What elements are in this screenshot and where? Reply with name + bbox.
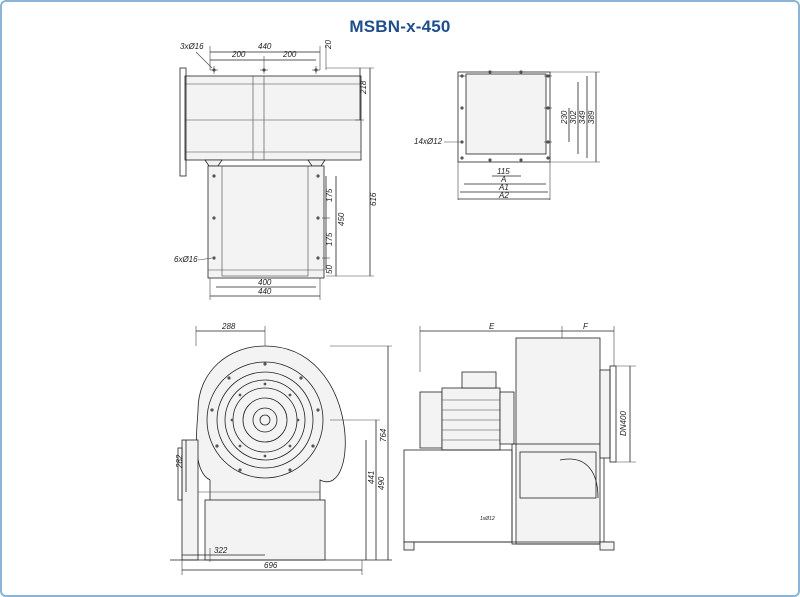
flange-outer	[457, 71, 551, 163]
dim-288: 288	[221, 322, 236, 331]
top-view: 440 200 200 20 3xØ16 218 616 175 175 450…	[174, 40, 378, 300]
dim-115: 115	[497, 167, 510, 176]
dim-349: 349	[578, 110, 587, 124]
flange-opening	[465, 73, 547, 155]
dim-490: 490	[377, 476, 386, 490]
dim-282: 282	[175, 454, 184, 469]
dim-200-left: 200	[231, 50, 246, 59]
dim-F: F	[583, 322, 589, 331]
dim-218: 218	[359, 80, 368, 95]
side-bolt-holes	[212, 174, 320, 260]
dim-616: 616	[369, 192, 378, 206]
label-6x16: 6xØ16	[174, 255, 198, 264]
dim-200-right: 200	[282, 50, 297, 59]
front-outlet-flange	[181, 439, 199, 561]
dim-400: 400	[258, 278, 272, 287]
dim-440-bottom: 440	[258, 287, 272, 296]
front-bolt-circle	[210, 362, 320, 472]
dim-175-upper: 175	[325, 188, 334, 202]
dim-230: 230	[560, 110, 569, 125]
top-bolt-holes	[210, 66, 320, 74]
flange-view: 230 302 349 389 14xØ12 115 A A1 A2	[414, 70, 600, 200]
dim-302: 302	[569, 110, 578, 124]
hub	[252, 407, 278, 433]
dim-E: E	[489, 322, 495, 331]
label-14x12: 14xØ12	[414, 137, 443, 146]
side-view: DN400 1xØ12 E F	[403, 322, 636, 551]
dim-A2: A2	[498, 191, 509, 200]
dim-20: 20	[324, 40, 333, 50]
dim-440-top: 440	[258, 42, 272, 51]
plate-label: 1xØ12	[480, 516, 495, 522]
terminal-box	[461, 371, 497, 389]
top-base	[207, 165, 325, 279]
dim-450: 450	[337, 212, 346, 226]
side-housing	[515, 337, 601, 545]
dim-764: 764	[379, 428, 388, 442]
dim-DN400: DN400	[619, 411, 628, 436]
drawing-title: MSBN-x-450	[349, 17, 451, 36]
dim-A1: A1	[498, 183, 509, 192]
dim-441: 441	[367, 471, 376, 484]
top-outlet-flange	[184, 75, 362, 161]
motor-fan-cover	[419, 391, 443, 449]
dim-A: A	[500, 175, 506, 184]
label-3x16: 3xØ16	[180, 42, 204, 51]
dim-389: 389	[587, 110, 596, 124]
front-view: 288 282 764 441 490 322 696	[170, 322, 392, 575]
dim-696: 696	[264, 561, 278, 570]
dim-175-lower: 175	[325, 232, 334, 246]
motor-body	[441, 387, 501, 451]
dim-322: 322	[214, 546, 228, 555]
dim-50: 50	[325, 265, 334, 274]
